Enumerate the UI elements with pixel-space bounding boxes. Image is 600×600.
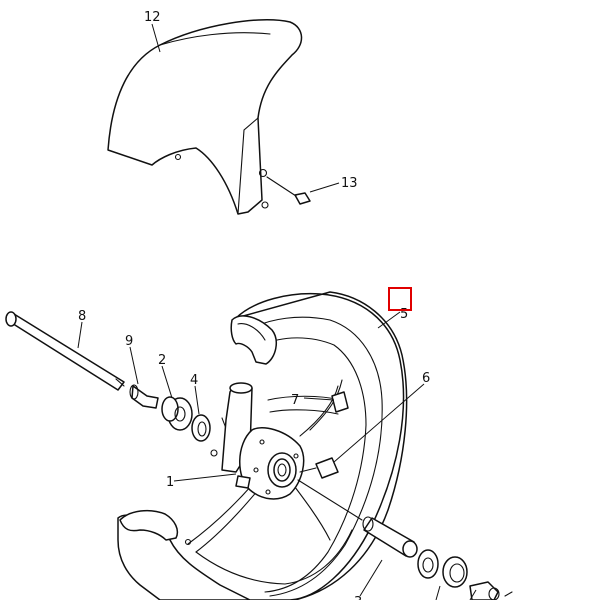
selection-box	[388, 287, 412, 311]
callout-1: 1	[166, 475, 174, 490]
callout-2: 2	[158, 353, 166, 368]
callout-12: 12	[144, 10, 161, 25]
oil-seal[interactable]	[191, 414, 211, 442]
wheel-axle[interactable]	[5, 311, 125, 391]
collar[interactable]	[129, 384, 159, 409]
callout-8: 8	[78, 309, 86, 324]
callout-6: 6	[422, 371, 430, 386]
callout-9: 9	[125, 334, 133, 349]
fender-bolt[interactable]	[266, 176, 311, 205]
front-fender[interactable]	[107, 19, 303, 215]
oil-seal-right[interactable]	[417, 549, 439, 579]
callout-3: 3	[354, 595, 362, 600]
callout-7: 7	[291, 393, 299, 408]
collar-right[interactable]	[469, 581, 500, 600]
callout-5: 5	[400, 307, 408, 322]
valve-clip[interactable]	[331, 391, 349, 413]
bearing-left[interactable]	[161, 396, 193, 431]
callout-13: 13	[341, 176, 358, 191]
wheel-rim[interactable]	[117, 291, 408, 600]
bearing-right[interactable]	[442, 556, 468, 588]
tire-valve[interactable]	[299, 457, 339, 479]
callout-4: 4	[190, 373, 198, 388]
spacer[interactable]	[362, 516, 418, 558]
